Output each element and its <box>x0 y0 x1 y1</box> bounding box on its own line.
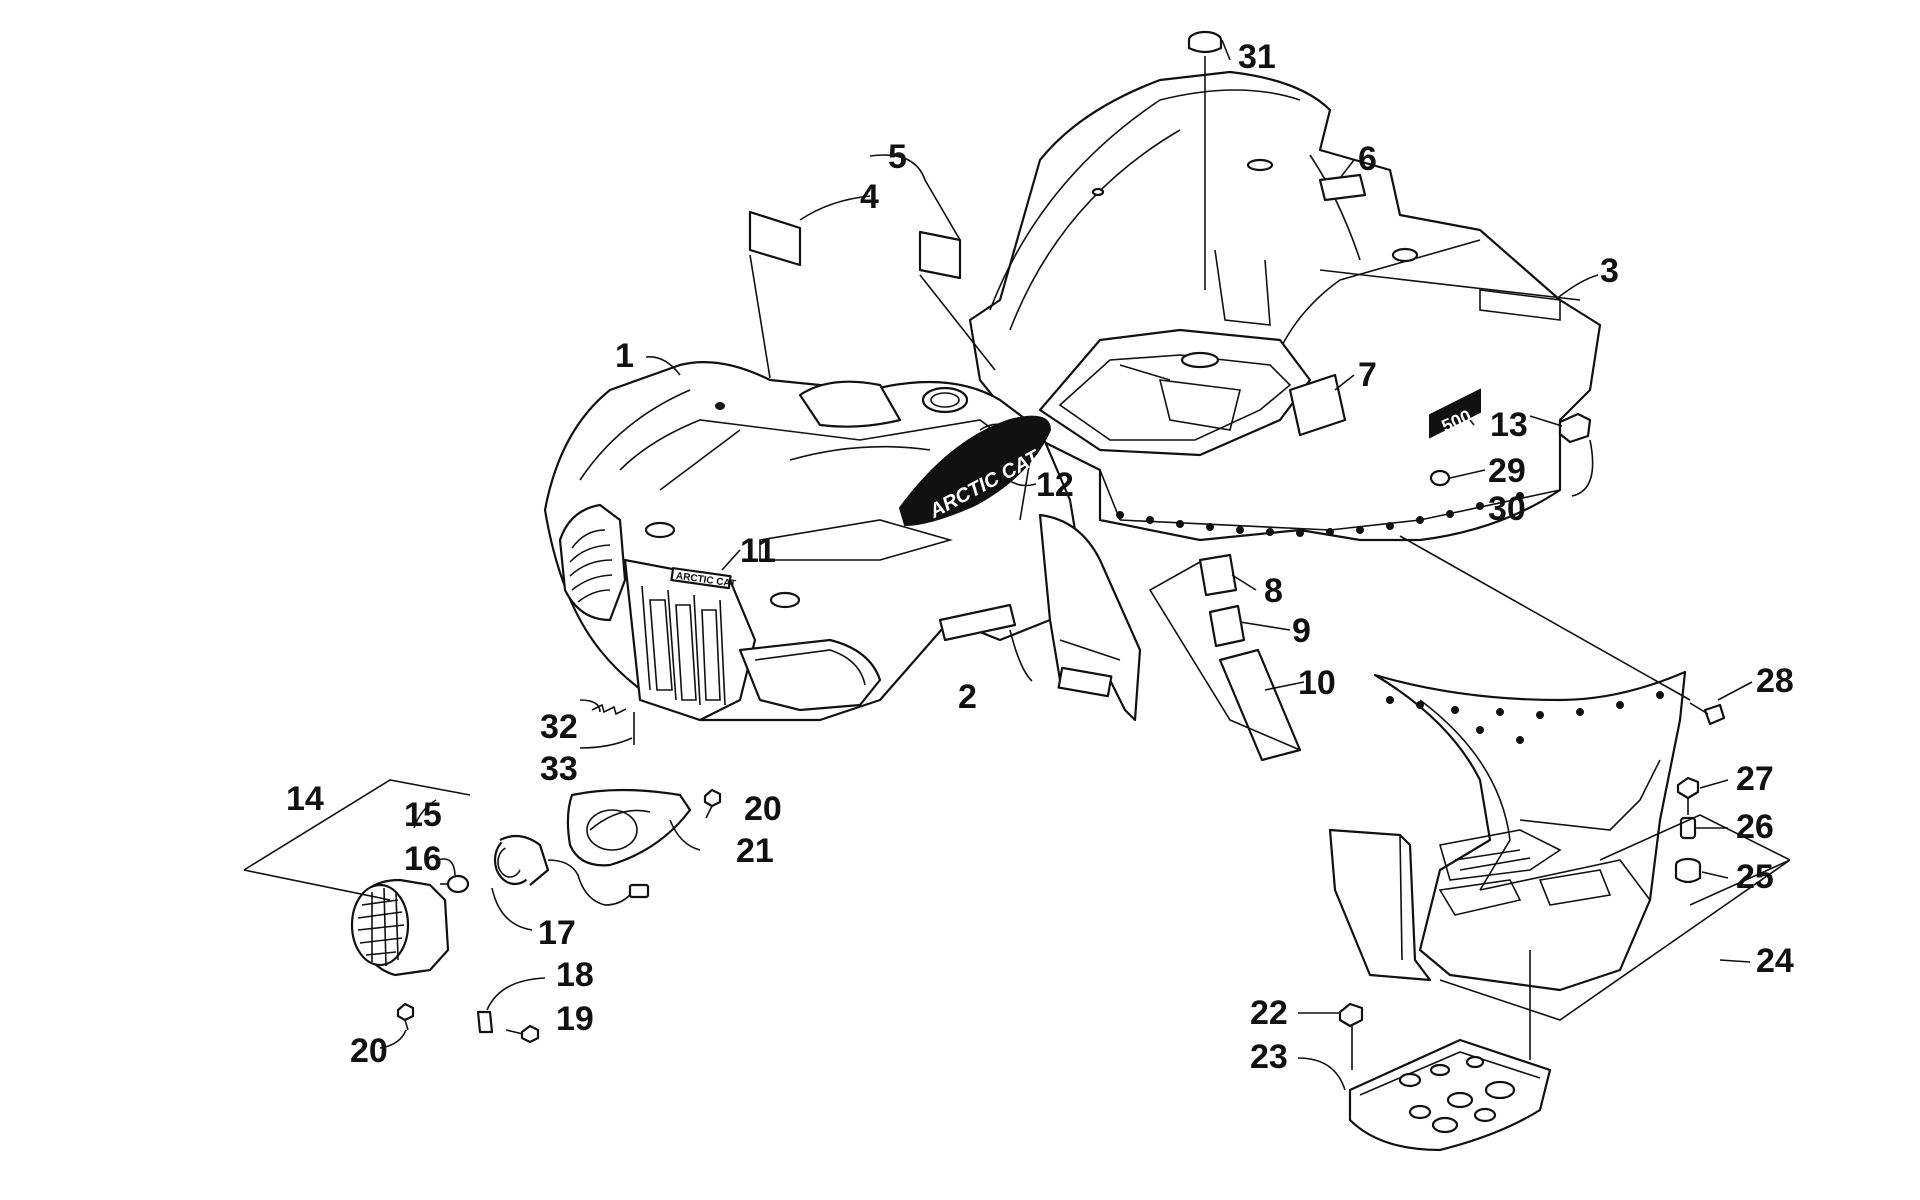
decal-5 <box>918 230 962 280</box>
screw-30 <box>1529 412 1592 444</box>
spring-32 <box>591 703 627 716</box>
clip-18 <box>476 1010 494 1034</box>
callout-12: 12 <box>1036 466 1074 504</box>
callout-21: 21 <box>736 832 774 870</box>
callout-15: 15 <box>404 796 442 834</box>
callout-9: 9 <box>1292 612 1311 650</box>
callout-18: 18 <box>556 956 594 994</box>
callout-26: 26 <box>1736 808 1774 846</box>
bulb-16 <box>440 874 470 894</box>
spacer-26 <box>1679 816 1697 840</box>
footrest-plate <box>1348 1038 1552 1152</box>
callout-3: 3 <box>1600 252 1619 290</box>
headlight-bezel-21 <box>566 788 692 867</box>
bracket-lines <box>243 254 1791 1060</box>
callout-32: 32 <box>540 708 578 746</box>
rear-body-fender: 500 <box>968 70 1602 542</box>
bolt-28 <box>1689 702 1726 726</box>
callout-19: 19 <box>556 1000 594 1038</box>
callout-30: 30 <box>1488 490 1526 528</box>
grommet-25 <box>1674 857 1702 884</box>
callout-4: 4 <box>860 178 879 216</box>
headlight-lens-15 <box>350 878 450 977</box>
seat-latch-cap <box>1187 30 1223 290</box>
decal-10 <box>1218 648 1302 762</box>
callout-8: 8 <box>1264 572 1283 610</box>
decal-9 <box>1208 604 1246 648</box>
callout-17: 17 <box>538 914 576 952</box>
bolt-27 <box>1676 776 1700 815</box>
screw-20-upper <box>703 788 722 819</box>
socket-harness-17 <box>493 834 650 906</box>
leader-lines <box>379 39 1753 1091</box>
callout-labels: 1 2 3 4 5 6 7 8 9 10 11 12 13 14 15 16 1… <box>286 38 1794 1076</box>
callout-31: 31 <box>1238 38 1276 76</box>
callout-29: 29 <box>1488 452 1526 490</box>
callout-22: 22 <box>1250 994 1288 1032</box>
callout-1: 1 <box>615 337 634 375</box>
callout-11: 11 <box>740 532 776 570</box>
callout-16: 16 <box>404 840 442 878</box>
bolt-22 <box>1338 1002 1364 1070</box>
callout-25: 25 <box>1736 858 1774 896</box>
screw-20-lower <box>396 1002 415 1031</box>
callout-27: 27 <box>1736 760 1774 798</box>
callout-24: 24 <box>1756 942 1794 980</box>
callout-10: 10 <box>1298 664 1336 702</box>
callout-20b: 20 <box>350 1032 388 1070</box>
callout-13: 13 <box>1490 406 1528 444</box>
callout-7: 7 <box>1358 356 1377 394</box>
screw-19 <box>505 1024 540 1044</box>
callout-28: 28 <box>1756 662 1794 700</box>
callout-14: 14 <box>286 780 324 818</box>
callout-33: 33 <box>540 750 578 788</box>
callout-2: 2 <box>958 678 977 716</box>
callout-5: 5 <box>888 138 907 176</box>
decal-4 <box>748 210 802 267</box>
callout-23: 23 <box>1250 1038 1288 1076</box>
decal-8 <box>1198 553 1238 597</box>
washer-29 <box>1429 469 1451 487</box>
footwell-assembly <box>1328 670 1687 992</box>
callout-20a: 20 <box>744 790 782 828</box>
front-body: ARCTIC CAT ARCTIC CAT <box>543 361 1142 722</box>
callout-6: 6 <box>1358 140 1377 178</box>
